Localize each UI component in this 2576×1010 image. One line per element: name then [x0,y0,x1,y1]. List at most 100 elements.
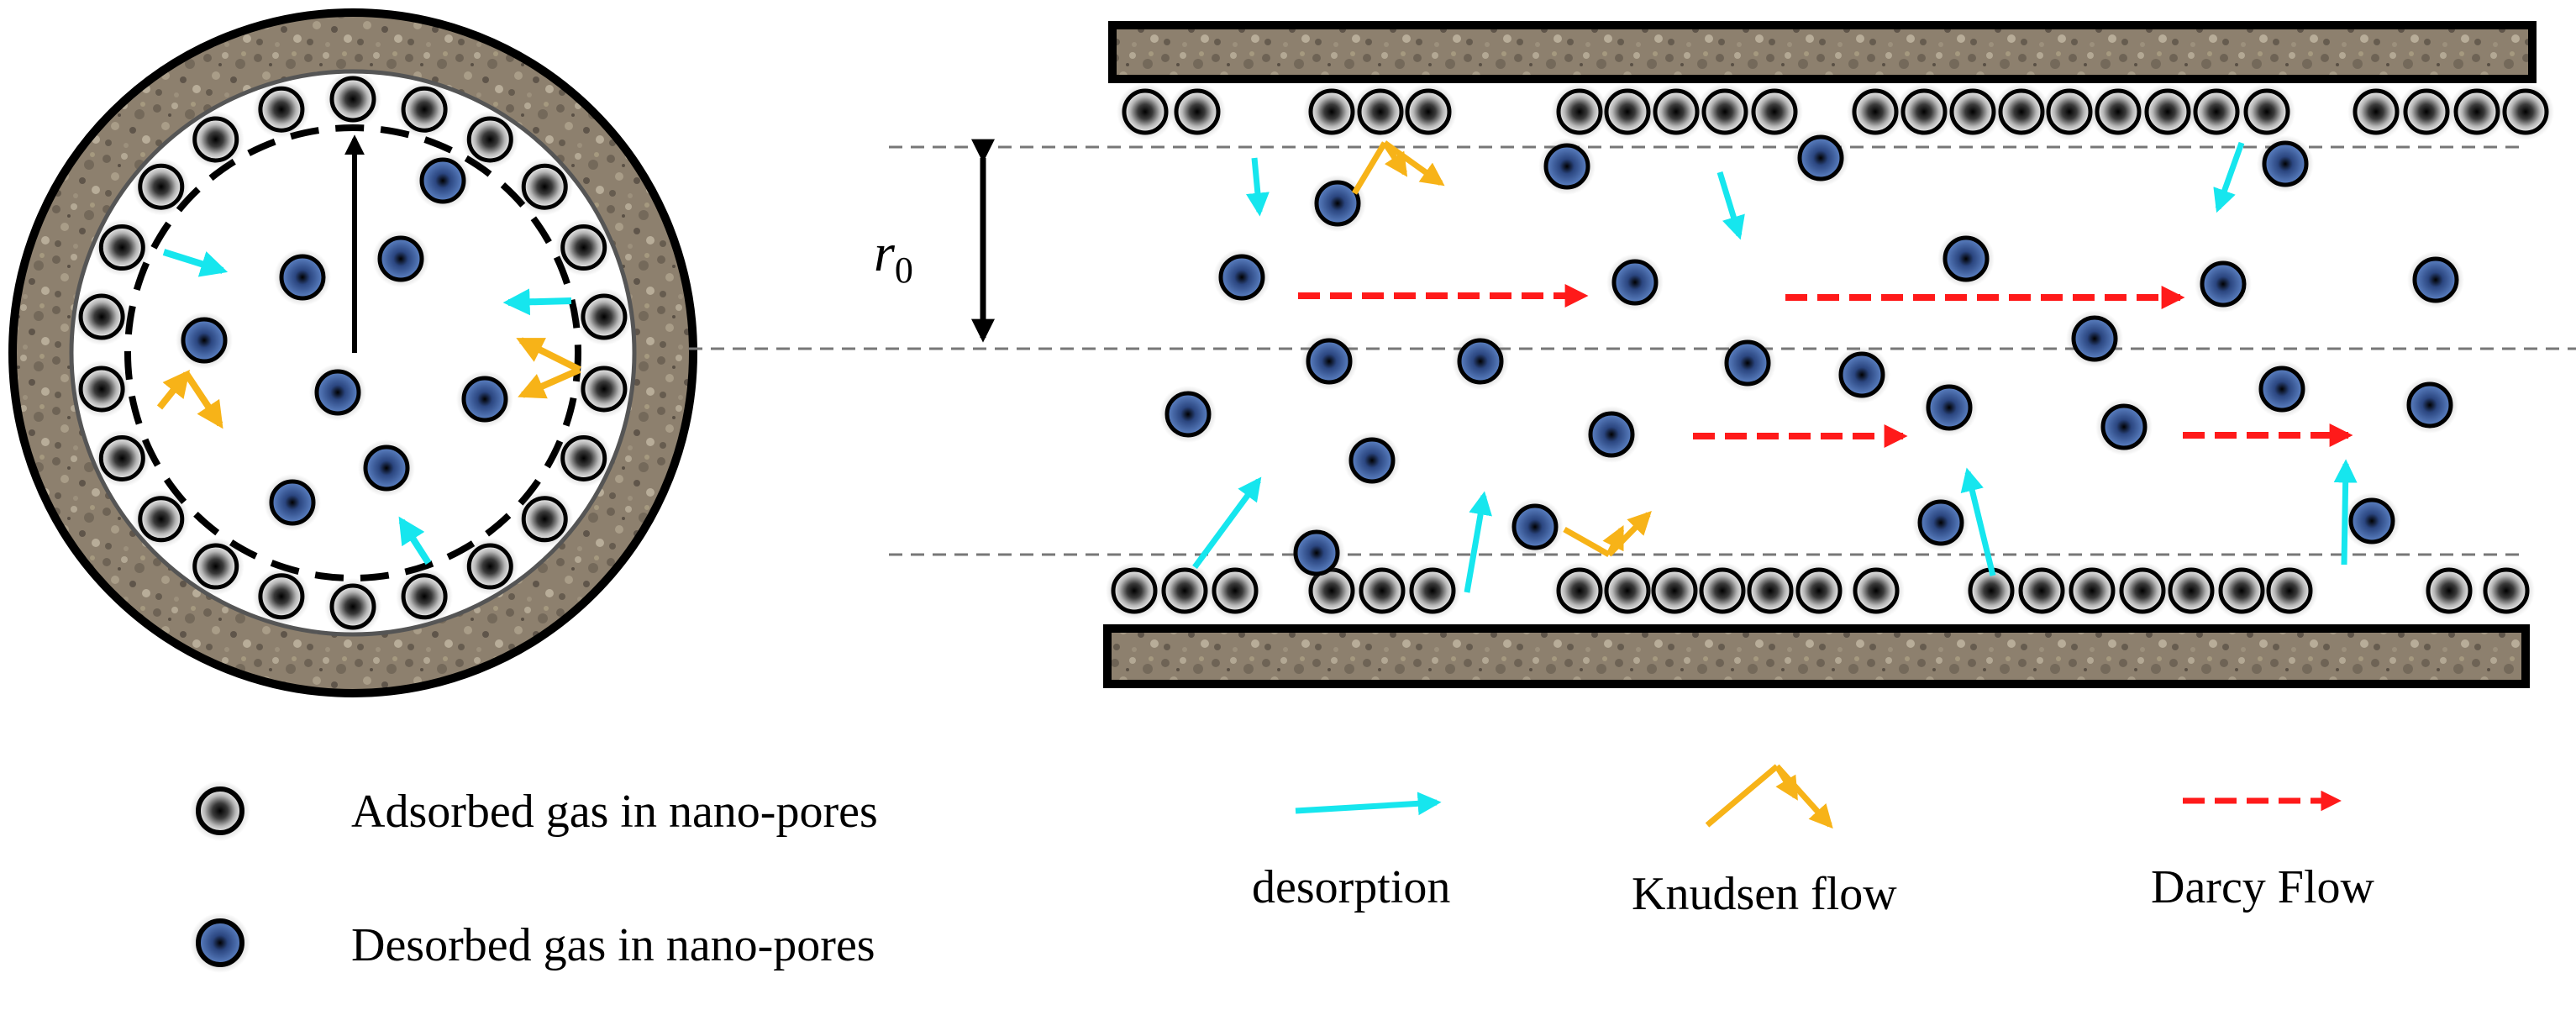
adsorbed-molecule [1354,562,1411,619]
adsorbed-molecule [1156,562,1213,619]
adsorbed-molecule [73,360,131,418]
desorbed-molecule-icon [196,918,244,967]
adsorbed-molecule [2497,83,2554,140]
adsorbed-molecule [93,429,151,487]
desorption-arrow [502,288,572,316]
adsorbed-molecule [132,490,190,548]
adsorbed-molecule [1400,83,1457,140]
desorption-arrow [1464,491,1492,593]
knudsen-arrow [1382,140,1445,187]
desorbed-molecule [176,312,233,369]
knudsen-arrow-icon [1774,765,1798,801]
adsorbed-molecule [1648,83,1705,140]
adsorbed-molecule [2063,562,2121,619]
adsorbed-molecule [2139,83,2196,140]
radius-label: r0 [874,223,913,291]
adsorbed-molecule [1944,83,2001,140]
adsorbed-molecule [2114,562,2171,619]
adsorbed-molecule [132,158,190,216]
desorbed-molecule [2343,492,2400,550]
desorption-arrows [1192,141,2358,593]
desorption-arrow [2333,459,2358,565]
desorbed-molecules-cross-section [176,152,513,531]
desorbed-molecule [2257,135,2314,192]
desorbed-molecule [414,152,471,209]
adsorbed-molecule [2421,562,2478,619]
desorbed-molecule [2066,310,2123,367]
desorption-arrow [1192,476,1262,570]
desorbed-molecule [1538,138,1596,195]
desorbed-molecule [309,364,366,421]
lower-rock-wall [1103,624,2530,688]
adsorbed-molecule [396,567,454,625]
desorbed-molecule [1833,346,1890,403]
pore-cross-section [8,8,697,697]
adsorbed-molecule [555,218,612,276]
desorbed-molecule [1343,432,1401,489]
adsorbed-molecule [252,567,310,625]
knudsen-arrow [183,371,223,429]
knudsen-arrow [1382,141,1408,177]
adsorbed-molecule [1895,83,1953,140]
upper-rock-wall [1108,21,2537,83]
adsorbed-molecule-ring [73,71,633,635]
desorbed-molecule [1792,129,1849,187]
radius-dimension: r0 [874,139,995,343]
adsorbed-molecule [555,429,612,487]
adsorbed-molecule [1963,562,2020,619]
desorbed-molecule [1506,498,1564,555]
legend-adsorbed: Adsorbed gas in nano-pores [190,781,878,841]
desorbed-molecule [264,474,321,531]
legend-darcy: Darcy Flow [2151,790,2375,913]
desorbed-molecule [2401,376,2458,434]
desorbed-molecule [2195,255,2252,313]
adsorbed-molecule [1207,562,1264,619]
adsorbed-molecule [2347,83,2405,140]
knudsen-arrow [516,337,581,373]
adsorbed-molecule [252,81,310,139]
adsorbed-molecule [1993,83,2050,140]
adsorbed-molecule [187,538,244,596]
legend-knudsen-label: Knudsen flow [1632,868,1897,920]
desorbed-molecule [1288,524,1345,581]
adsorbed-molecule [1694,562,1751,619]
desorbed-molecule [1583,406,1640,463]
adsorbed-molecule [516,158,574,216]
knudsen-arrow [156,370,190,410]
adsorbed-molecule [2041,83,2098,140]
cross-section-flow-arrows [156,249,581,565]
desorbed-molecule [1301,333,1358,390]
desorption-arrow [2213,141,2245,213]
desorbed-molecule [274,249,331,306]
adsorbed-molecule [1646,562,1703,619]
desorbed-molecule [1309,175,1366,232]
desorption-arrow [1716,171,1745,240]
knudsen-flow-arrows [1351,140,1652,558]
adsorbed-molecule [396,81,454,139]
adsorbed-molecule [2398,83,2455,140]
adsorbed-molecule [1303,83,1360,140]
adsorbed-molecule [575,288,633,346]
adsorbed-molecule [2448,83,2505,140]
adsorbed-molecule [2163,562,2220,619]
adsorbed-molecule [1551,562,1608,619]
adsorbed-molecule [2013,562,2070,619]
adsorbed-molecule [2090,83,2147,140]
knudsen-arrow-icon [1705,764,1780,828]
legend-desorbed: Desorbed gas in nano-pores [190,913,875,973]
adsorbed-molecule [461,538,519,596]
adsorbed-molecule [2478,562,2535,619]
adsorbed-molecule [1599,562,1656,619]
legend-knudsen: Knudsen flow [1632,764,1897,920]
adsorbed-molecule [93,218,151,276]
adsorbed-molecule [73,288,131,346]
adsorbed-molecule [2188,83,2245,140]
adsorbed-molecule [1696,83,1753,140]
desorbed-molecule [1719,334,1776,392]
adsorbed-molecule [461,110,519,168]
adsorbed-molecule [1599,83,1656,140]
adsorbed-molecule [1742,562,1799,619]
desorbed-molecule [1912,494,1969,551]
desorbed-molecule [2253,360,2311,418]
